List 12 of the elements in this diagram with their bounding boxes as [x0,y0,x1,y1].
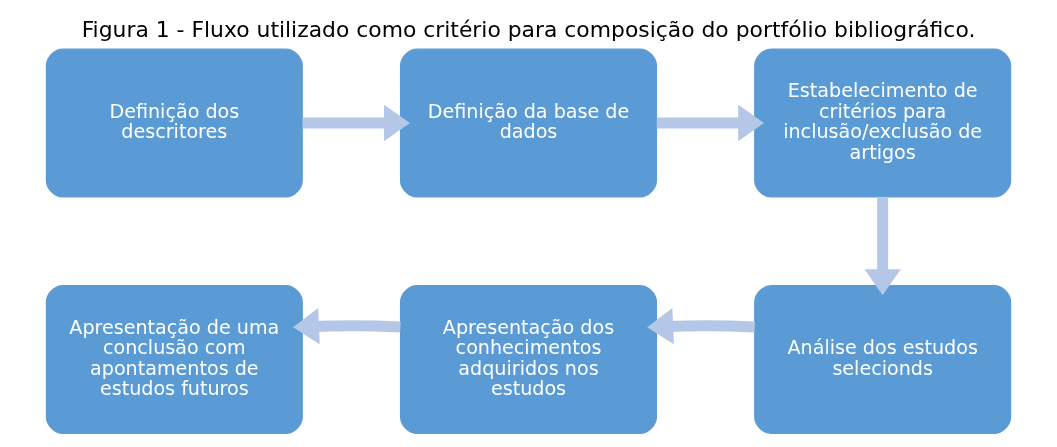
arrow [864,197,901,296]
node-box: Definição da base de dados [399,48,658,198]
node-box: Estabelecimento de critérios para inclusão/exclusão de artigos [754,48,1012,198]
node-box: Apresentação dos conhecimentos adquiridos nos estudos [399,285,658,435]
arrow [647,308,755,345]
node-box: Análise dos estudos selecionds [754,285,1012,435]
arrow [293,308,401,345]
arrow [302,104,410,142]
diagram-title: Figura 1 - Fluxo utilizado como critério para composição do portfólio bibliográfico. [81,16,976,42]
node-box: Definição dos descritores [45,48,303,198]
node-box: Apresentação de uma conclusão com apontamentos de estudos futuros [45,285,303,435]
arrow [656,104,765,142]
